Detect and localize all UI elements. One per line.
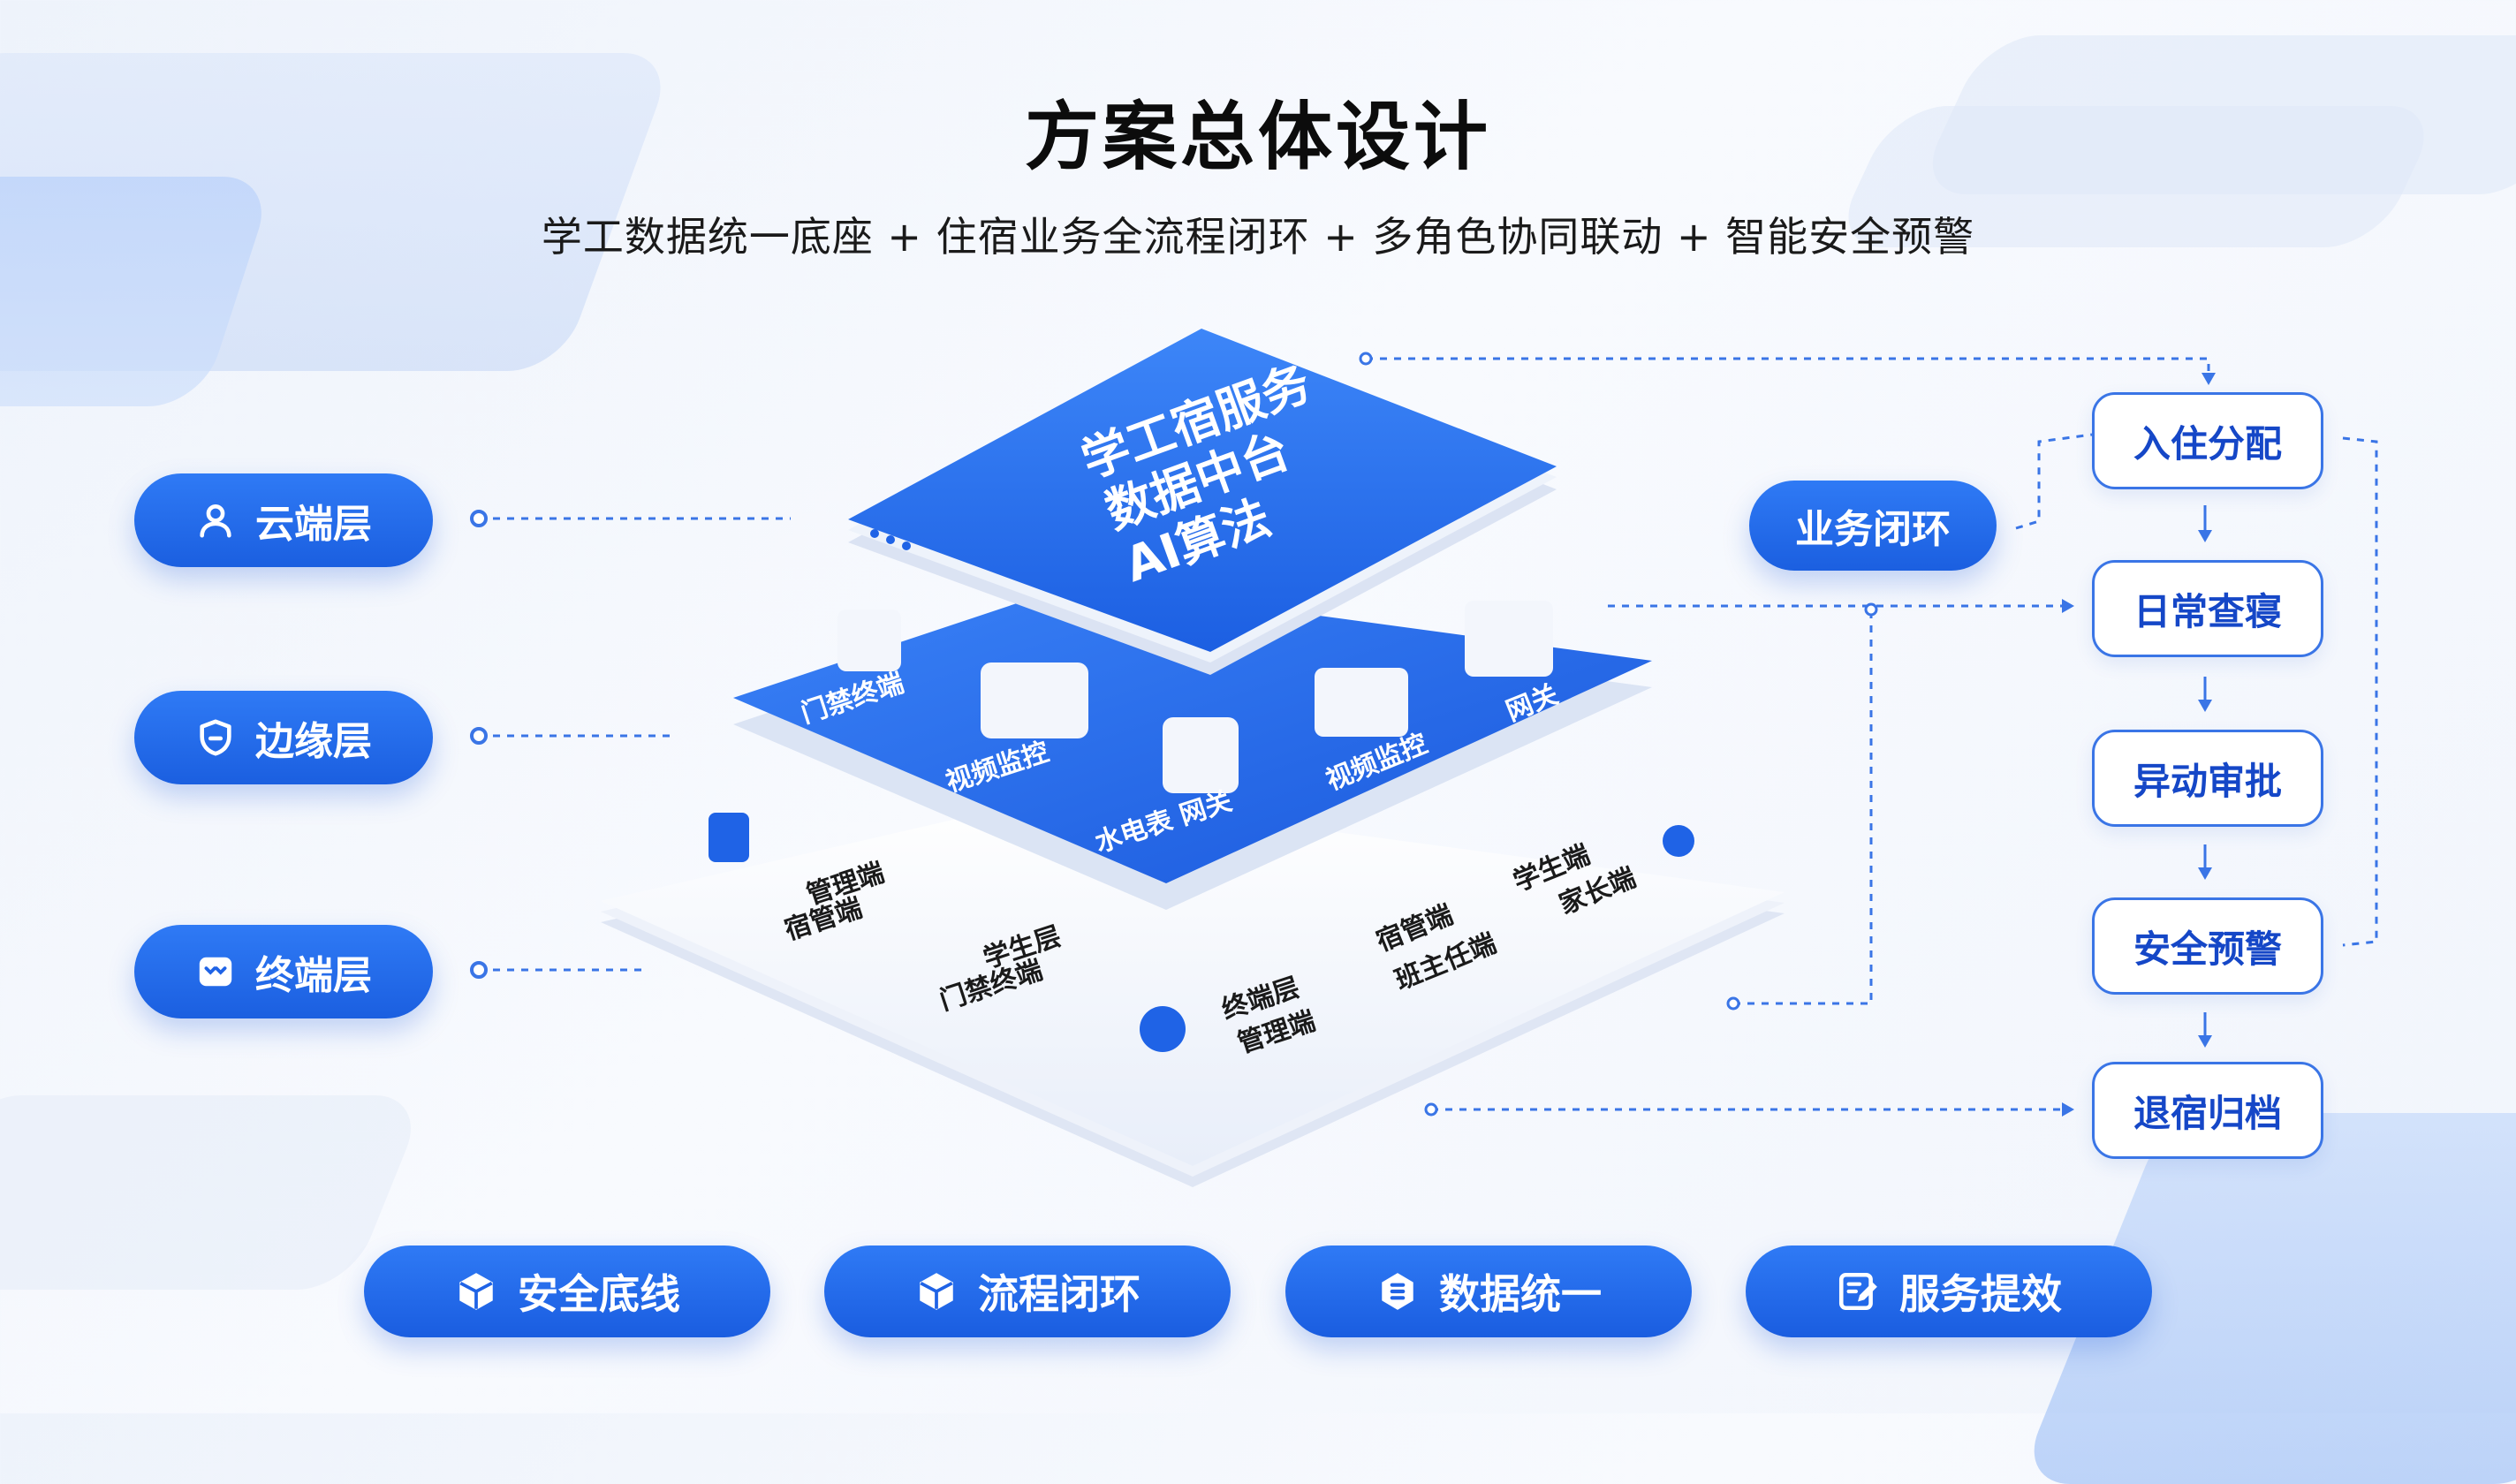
feature-pill-process: 流程闭环 [824,1246,1231,1337]
flow-step-inspection: 日常查寝 [2092,560,2323,657]
feature-pill-security: 安全底线 [364,1246,770,1337]
feature-pill-label: 流程闭环 [978,1270,1141,1318]
edit-icon [1838,1272,1877,1311]
feature-pill-data: 数据统一 [1285,1246,1692,1337]
flow-step-checkout: 退宿归档 [2092,1062,2323,1159]
flow-step-checkin: 入住分配 [2092,392,2323,489]
feature-pill-label: 数据统一 [1439,1270,1602,1318]
flow-step-approval: 异动审批 [2092,730,2323,827]
terminal-platform [601,795,1785,1187]
layer-pill-label: 云端层 [255,502,372,547]
feature-pill-label: 安全底线 [518,1270,680,1318]
cube-icon [920,1273,953,1310]
flow-step-alert: 安全预警 [2092,897,2323,995]
hexagon-icon [1382,1273,1413,1310]
edge-platform [733,583,1652,910]
feature-pill-label: 服务提效 [1899,1270,2062,1318]
layer-pill-terminal: 终端层 [134,925,433,1018]
layer-pill-label: 边缘层 [255,719,372,764]
cube-icon [459,1273,493,1310]
layer-pill-cloud: 云端层 [134,473,433,567]
layer-pill-edge: 边缘层 [134,691,433,784]
face-icon [199,957,232,987]
business-loop-pill: 业务闭环 [1749,481,1997,571]
feature-pill-efficiency: 服务提效 [1746,1246,2152,1337]
shield-icon [200,719,231,756]
page-subtitle: 学工数据统一底座 + 住宿业务全流程闭环 + 多角色协同联动 + 智能安全预警 [541,213,1975,261]
layer-pill-label: 终端层 [255,953,372,998]
cloud-platform [848,329,1557,675]
user-icon [200,504,231,538]
page-title: 方案总体设计 [1024,94,1491,180]
architecture-diagram: 管理端 宿管端 学生层 门禁终端 宿管端 班主任端 学生端 家长端 终端层 管理… [470,329,2378,1187]
